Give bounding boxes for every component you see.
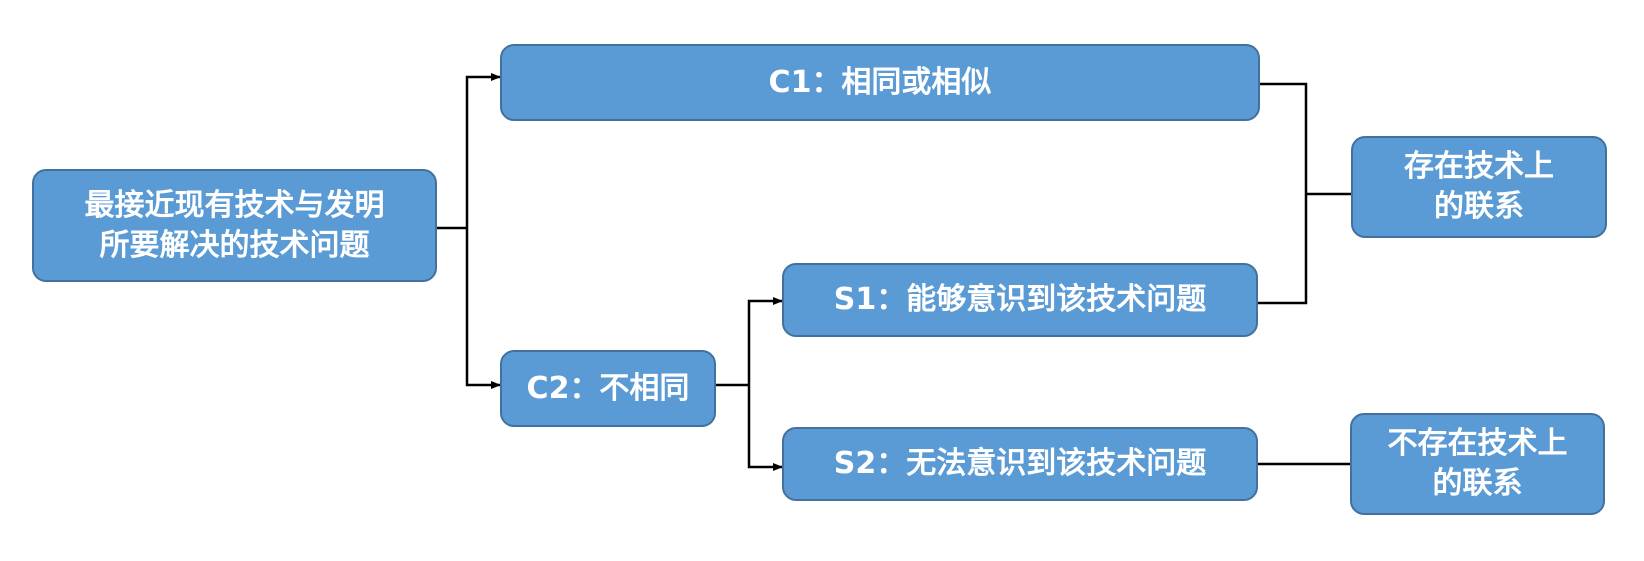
connector-c1-to-result	[1260, 82, 1308, 194]
s1-node: S1：能够意识到该技术问题	[782, 263, 1258, 337]
result-yes-label: 存在技术上 的联系	[1404, 149, 1554, 224]
c1-node-label: C1：相同或相似	[768, 64, 992, 100]
result-yes-node: 存在技术上 的联系	[1351, 136, 1607, 238]
connector-c2-to-s1	[747, 297, 783, 385]
result-no-label: 不存在技术上 的联系	[1387, 426, 1568, 501]
connector-s1-to-result	[1258, 194, 1308, 305]
s2-node: S2：无法意识到该技术问题	[782, 427, 1258, 501]
connector-root-to-c2	[465, 228, 501, 389]
c2-node-label: C2：不相同	[526, 370, 690, 406]
connector-root-to-c1	[465, 73, 501, 228]
s1-node-label: S1：能够意识到该技术问题	[833, 282, 1207, 317]
c1-node: C1：相同或相似	[500, 44, 1260, 121]
root-node-label: 最接近现有技术与发明 所要解决的技术问题	[84, 187, 385, 263]
s2-node-label: S2：无法意识到该技术问题	[833, 446, 1207, 481]
c2-node: C2：不相同	[500, 350, 716, 427]
connector-c2-to-s2	[747, 385, 783, 471]
result-no-node: 不存在技术上 的联系	[1350, 413, 1605, 515]
root-node: 最接近现有技术与发明 所要解决的技术问题	[32, 169, 437, 282]
